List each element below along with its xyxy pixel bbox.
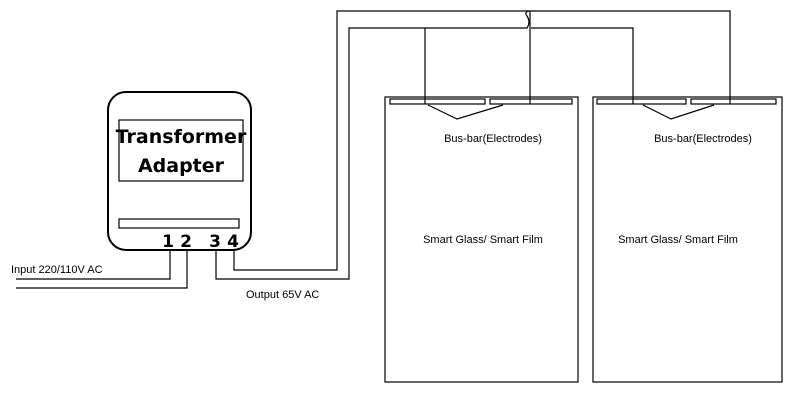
- transformer-title-line1: Transformer: [116, 126, 247, 148]
- transformer-label-box: [118, 119, 244, 182]
- output-wire-3-to-panel2: [531, 27, 634, 104]
- busbar-panel-1-right: [489, 98, 573, 105]
- output-wire-4: [233, 10, 731, 271]
- terminal-1: 1: [162, 232, 174, 252]
- input-wire-1: [16, 250, 171, 280]
- busbar-pointer-1: [427, 104, 504, 120]
- output-label: Output 65V AC: [246, 289, 319, 301]
- busbar-label-1: Bus-bar(Electrodes): [444, 133, 542, 145]
- panel-label-2: Smart Glass/ Smart Film: [618, 234, 738, 246]
- panel-label-1: Smart Glass/ Smart Film: [423, 234, 543, 246]
- input-wire-2: [16, 250, 188, 289]
- busbar-pointer-2: [642, 104, 715, 120]
- busbar-panel-2-left: [596, 98, 687, 105]
- transformer-slot: [118, 218, 240, 229]
- smart-glass-panel-2: [592, 96, 783, 383]
- busbar-panel-2-right: [690, 98, 777, 105]
- wire-crossover: [523, 10, 530, 29]
- terminal-3: 3: [209, 232, 221, 252]
- smart-glass-panel-1: [384, 96, 579, 383]
- terminal-4: 4: [227, 232, 239, 252]
- output-wire-3: [215, 27, 426, 280]
- busbar-label-2: Bus-bar(Electrodes): [654, 133, 752, 145]
- transformer-body: [107, 91, 252, 251]
- transformer-title-line2: Adapter: [138, 155, 225, 177]
- input-label: Input 220/110V AC: [11, 264, 103, 276]
- terminal-2: 2: [180, 232, 192, 252]
- busbar-panel-1-left: [389, 98, 486, 105]
